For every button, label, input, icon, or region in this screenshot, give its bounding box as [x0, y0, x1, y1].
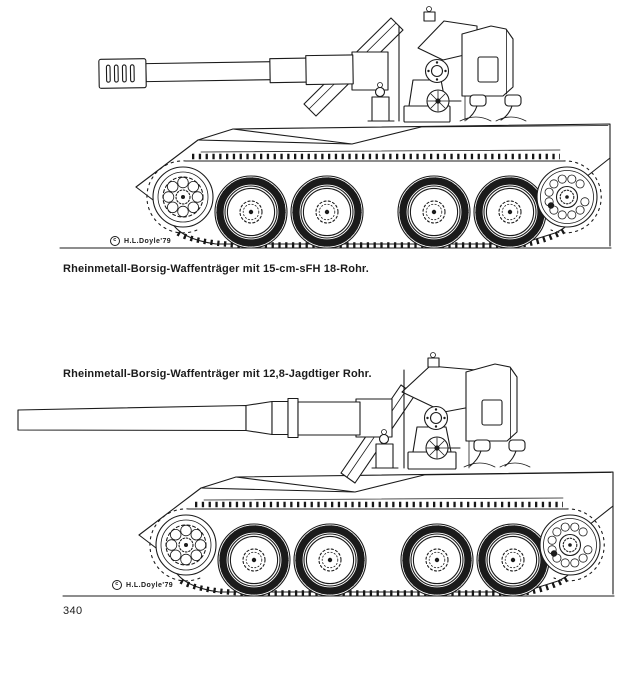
figure2-credit-text: H.L.Doyle'79 — [126, 581, 174, 589]
figure2-caption: Rheinmetall-Borsig-Waffenträger mit 12,8… — [63, 368, 372, 380]
gun-mount-sfh18 — [98, 6, 609, 128]
copyright-icon: c — [110, 236, 120, 246]
page-number: 340 — [63, 605, 83, 617]
figure1-credit-text: H.L.Doyle'79 — [124, 237, 172, 245]
copyright-icon: c — [112, 580, 122, 590]
gun-mount-jagdtiger — [17, 352, 612, 484]
figure2-credit: c H.L.Doyle'79 — [112, 580, 173, 590]
drawing-sfh18 — [60, 6, 611, 249]
figure1-caption: Rheinmetall-Borsig-Waffenträger mit 15-c… — [63, 263, 369, 275]
figure1-credit: c H.L.Doyle'79 — [110, 236, 171, 246]
drawing-jagdtiger — [17, 352, 614, 597]
